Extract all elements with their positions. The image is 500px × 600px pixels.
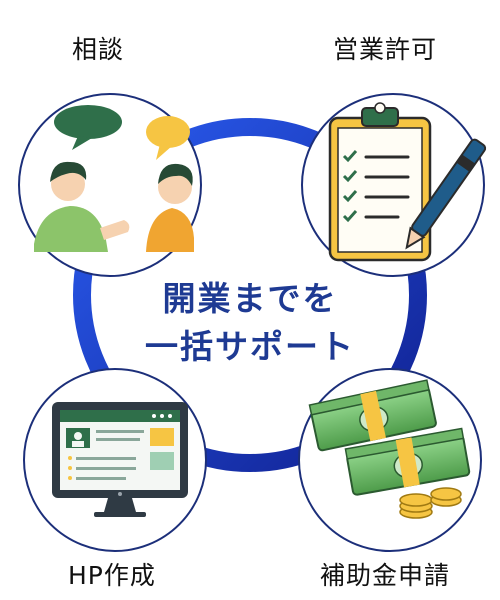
cycle-ring [73,118,427,472]
permit-label: 営業許可 [333,35,438,64]
consultation-circle [18,93,202,277]
clipboard-checklist-icon [328,102,487,262]
center-title-line2: 一括サポート [145,327,355,366]
website-label: HP作成 [68,561,156,590]
website-monitor-icon [52,402,188,517]
subsidy-label: 補助金申請 [320,561,451,590]
consultation-label: 相談 [72,35,125,64]
center-title-line1: 開業までを [162,279,338,318]
permit-circle [301,93,487,277]
subsidy-circle [298,368,482,552]
money-stack-icon [308,379,471,519]
consultation-icon [34,105,194,252]
website-circle [23,368,207,552]
